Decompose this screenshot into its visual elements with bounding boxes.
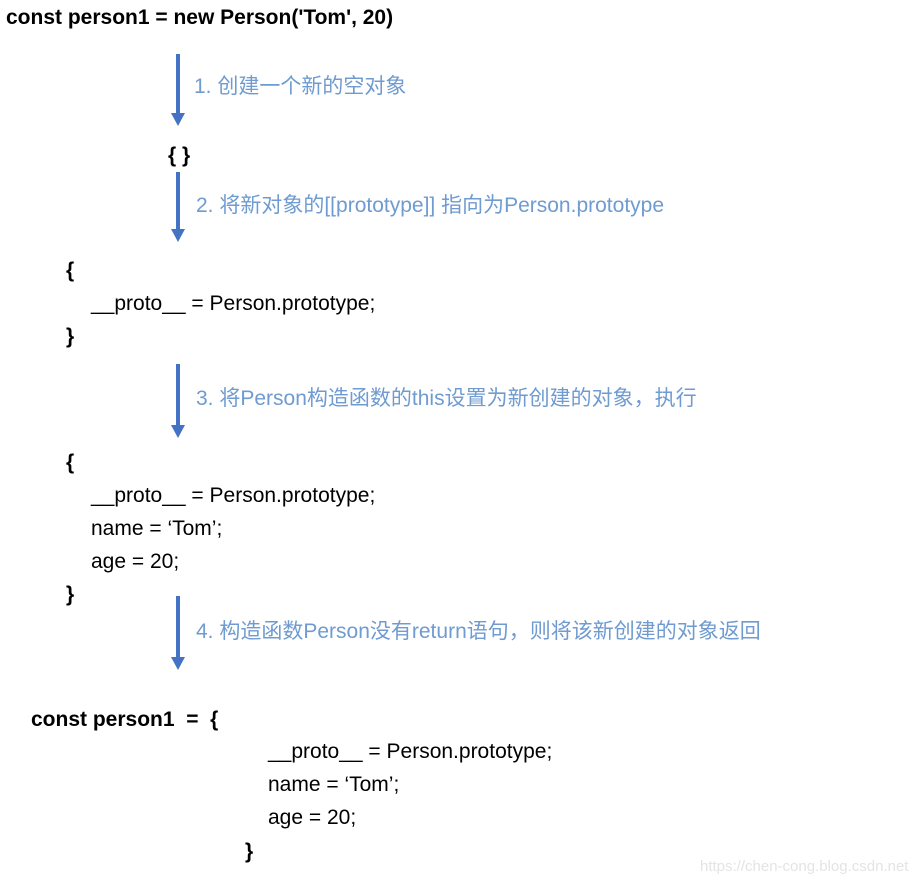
result-name-line: name = ‘Tom’; bbox=[268, 773, 400, 796]
step-3-label: 3. 将Person构造函数的this设置为新创建的对象，执行 bbox=[196, 387, 697, 410]
watermark: https://chen-cong.blog.csdn.net bbox=[700, 858, 909, 875]
down-arrow-icon bbox=[171, 364, 185, 438]
step-1-label: 1. 创建一个新的空对象 bbox=[194, 75, 407, 98]
stage2-proto-line: __proto__ = Person.prototype; bbox=[91, 292, 376, 315]
down-arrow-icon bbox=[171, 54, 185, 126]
stage3-open-brace: { bbox=[66, 451, 75, 474]
step-2-label: 2. 将新对象的[[prototype]] 指向为Person.prototyp… bbox=[196, 194, 665, 217]
result-age-line: age = 20; bbox=[268, 806, 357, 829]
down-arrow-icon bbox=[171, 172, 185, 242]
stage3-age-line: age = 20; bbox=[91, 550, 180, 573]
constructor-call-title: const person1 = new Person('Tom', 20) bbox=[6, 6, 394, 29]
result-declaration: const person1 = { bbox=[31, 708, 219, 731]
stage2-open-brace: { bbox=[66, 259, 75, 282]
stage3-proto-line: __proto__ = Person.prototype; bbox=[91, 484, 376, 507]
stage3-name-line: name = ‘Tom’; bbox=[91, 517, 223, 540]
step-4-label: 4. 构造函数Person没有return语句，则将该新创建的对象返回 bbox=[196, 620, 761, 643]
stage2-close-brace: } bbox=[66, 325, 75, 348]
stage3-close-brace: } bbox=[66, 583, 75, 606]
result-proto-line: __proto__ = Person.prototype; bbox=[268, 740, 553, 763]
result-close-brace: } bbox=[245, 840, 254, 863]
empty-object: { } bbox=[168, 144, 191, 167]
down-arrow-icon bbox=[171, 596, 185, 670]
